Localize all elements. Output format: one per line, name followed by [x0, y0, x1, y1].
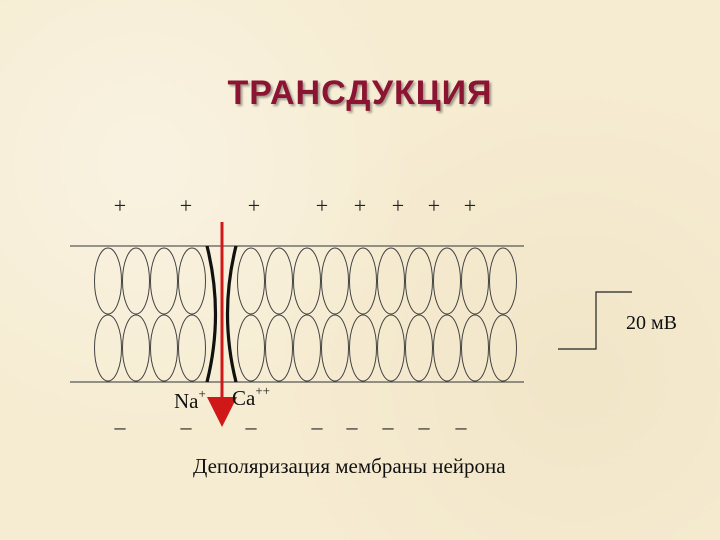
ion-channel-right-wall — [225, 245, 238, 383]
positive-charge: + — [315, 193, 329, 218]
lipid-head — [94, 314, 122, 382]
negative-charge: – — [245, 414, 257, 439]
lipid-head — [122, 247, 150, 315]
lipid-head — [321, 314, 349, 382]
lipid-head — [321, 247, 349, 315]
positive-charge: + — [463, 193, 477, 218]
lipid-head — [405, 247, 433, 315]
lipid-layer-lower — [94, 314, 517, 382]
lipid-head — [94, 247, 122, 315]
lipid-head — [349, 247, 377, 315]
lipid-head — [433, 314, 461, 382]
lipid-head — [293, 247, 321, 315]
positive-charge: + — [391, 193, 405, 218]
lipid-head — [237, 314, 265, 382]
lipid-head — [377, 247, 405, 315]
lipid-head — [293, 314, 321, 382]
lipid-layer-upper — [94, 247, 517, 315]
scale-bar-label: 20 мВ — [626, 312, 677, 334]
negative-charge: – — [382, 414, 394, 439]
scale-bar — [558, 291, 632, 350]
lipid-head — [377, 314, 405, 382]
lipid-head — [489, 314, 517, 382]
positive-charge: + — [247, 193, 261, 218]
negative-charge: – — [455, 414, 467, 439]
lipid-head — [461, 314, 489, 382]
lipid-head — [349, 314, 377, 382]
negative-charge: – — [180, 414, 192, 439]
lipid-head — [237, 247, 265, 315]
lipid-head — [489, 247, 517, 315]
lipid-head — [122, 314, 150, 382]
diagram-caption: Деполяризация мембраны нейрона — [193, 454, 506, 478]
ion-channel-left-wall — [205, 245, 218, 383]
lipid-head — [265, 314, 293, 382]
negative-charge: – — [346, 414, 358, 439]
negative-charge: – — [418, 414, 430, 439]
negative-charge: – — [114, 414, 126, 439]
positive-charge: + — [427, 193, 441, 218]
positive-charge: + — [179, 193, 193, 218]
lipid-head — [433, 247, 461, 315]
lipid-head — [150, 247, 178, 315]
ion-channel — [205, 245, 238, 383]
calcium-ion-label: Ca++ — [232, 383, 270, 410]
negative-charge: – — [311, 414, 323, 439]
positive-charge: + — [113, 193, 127, 218]
lipid-head — [150, 314, 178, 382]
positive-charge: + — [353, 193, 367, 218]
lipid-head — [178, 314, 206, 382]
lipid-head — [178, 247, 206, 315]
sodium-ion-label: Na+ — [174, 386, 206, 413]
lipid-head — [405, 314, 433, 382]
slide-title: ТРАНСДУКЦИЯ — [227, 74, 493, 112]
lipid-head — [265, 247, 293, 315]
lipid-head — [461, 247, 489, 315]
